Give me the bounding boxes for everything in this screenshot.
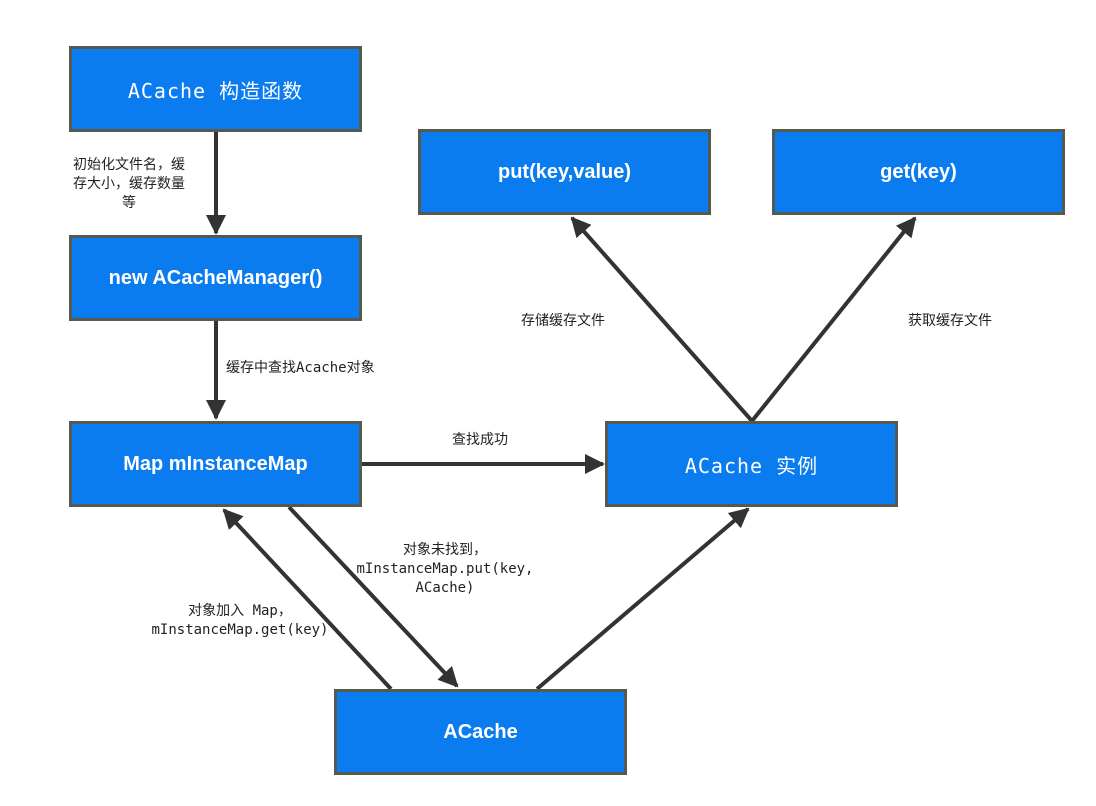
label-lookup: 缓存中查找Acache对象 <box>226 360 375 376</box>
edge-map-to-acache <box>287 505 459 688</box>
label-store: 存储缓存文件 <box>521 313 605 329</box>
edge-instance-to-put <box>570 216 754 423</box>
edge-instance-to-get <box>750 216 917 423</box>
label-added-line-1: 对象加入 Map， <box>188 603 292 619</box>
label-fetch: 获取缓存文件 <box>908 313 992 329</box>
label-not-found-line-1: 对象未找到， <box>403 542 487 558</box>
label-not-found-line-2: mInstanceMap.put(key, <box>356 561 534 577</box>
label-init-line-1: 初始化文件名，缓 <box>73 157 185 173</box>
node-get: get(key) <box>772 129 1065 215</box>
edge-acache-to-map <box>222 508 393 691</box>
label-added: 对象加入 Map， mInstanceMap.get(key) <box>130 602 350 640</box>
label-init-line-3: 等 <box>122 195 136 211</box>
node-acache: ACache <box>334 689 627 775</box>
node-put: put(key,value) <box>418 129 711 215</box>
label-init: 初始化文件名，缓 存大小，缓存数量 等 <box>54 156 204 213</box>
edge-acache-to-instance <box>535 507 750 691</box>
node-instance-map: Map mInstanceMap <box>69 421 362 507</box>
node-manager: new ACacheManager() <box>69 235 362 321</box>
label-added-line-2: mInstanceMap.get(key) <box>151 622 329 638</box>
label-not-found: 对象未找到， mInstanceMap.put(key, ACache) <box>335 541 555 598</box>
label-init-line-2: 存大小，缓存数量 <box>73 176 185 192</box>
label-not-found-line-3: ACache) <box>415 580 475 596</box>
label-found: 查找成功 <box>452 432 508 448</box>
node-instance: ACache 实例 <box>605 421 898 507</box>
node-constructor: ACache 构造函数 <box>69 46 362 132</box>
